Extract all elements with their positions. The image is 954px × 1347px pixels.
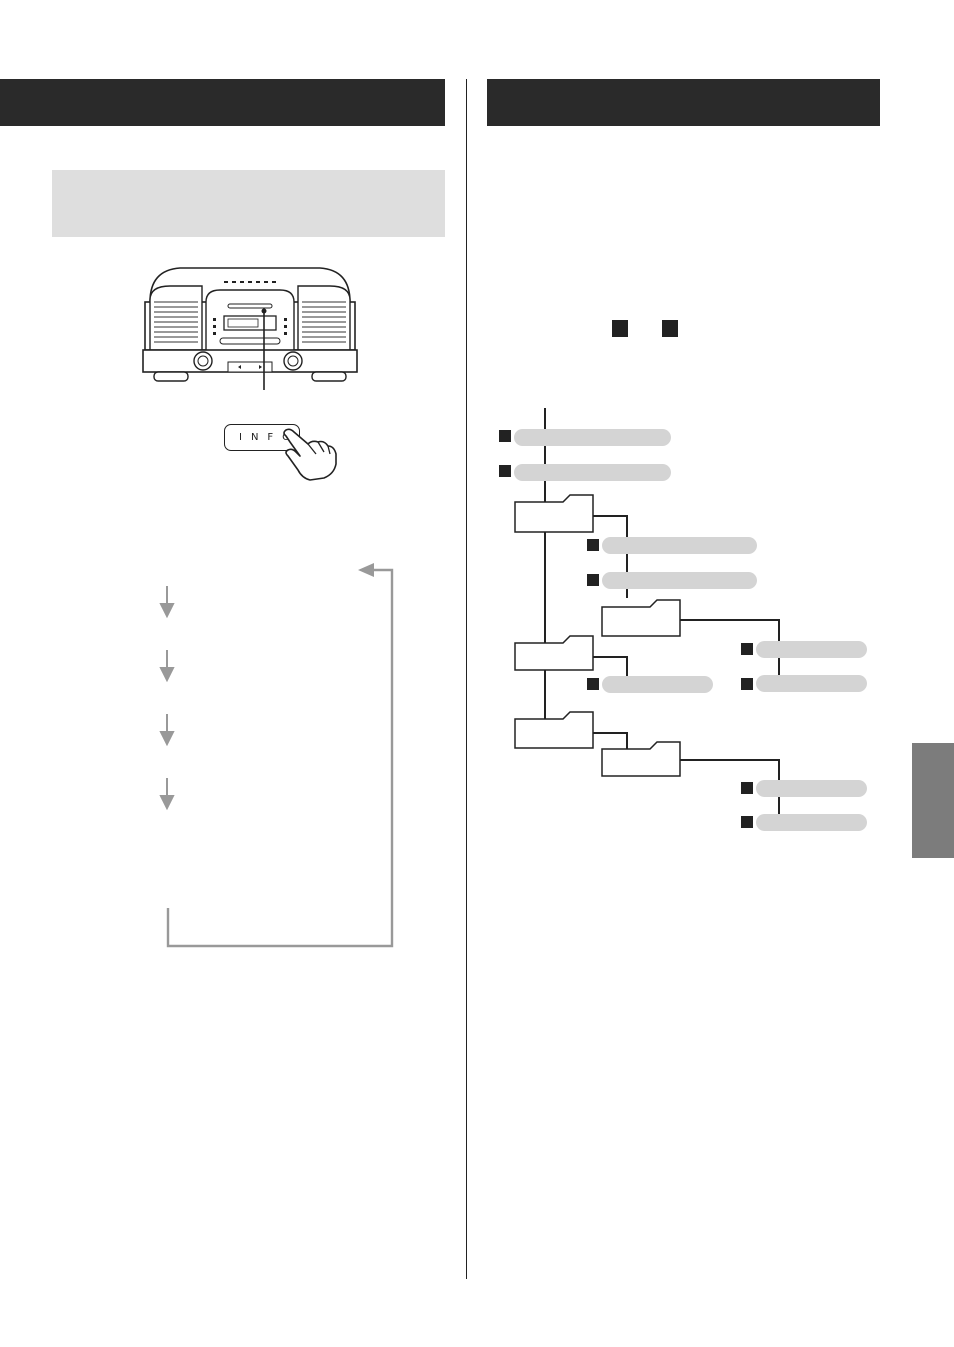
cycle-step-arrow-4 xyxy=(159,778,175,811)
file-marker-icon xyxy=(741,678,753,690)
folder-icon xyxy=(514,635,594,671)
cycle-return-arrowhead xyxy=(358,563,374,577)
folder-icon xyxy=(601,741,681,777)
right-section-header-bar xyxy=(487,79,880,126)
file-marker-icon xyxy=(741,643,753,655)
file-pill xyxy=(514,429,671,446)
file-pill xyxy=(756,814,867,831)
folder-tree-diagram xyxy=(499,408,867,831)
info-button-label: INFO xyxy=(239,432,300,443)
file-marker-icon xyxy=(499,465,511,477)
note-box xyxy=(52,170,445,237)
file-pill xyxy=(756,675,867,692)
cycle-return-line xyxy=(166,568,394,948)
file-marker-icon xyxy=(587,678,599,690)
file-square-icon xyxy=(662,320,678,337)
radio-icon xyxy=(142,267,358,390)
file-pill xyxy=(514,464,671,481)
file-pill xyxy=(602,676,713,693)
file-pill xyxy=(602,537,757,554)
folder-icon xyxy=(601,599,681,637)
folder-icon xyxy=(514,494,594,533)
column-divider xyxy=(466,79,467,1279)
file-pill xyxy=(756,780,867,797)
file-marker-icon xyxy=(587,574,599,586)
left-section-header-bar xyxy=(0,79,445,126)
cycle-step-arrow-2 xyxy=(159,650,175,683)
folder-icon xyxy=(514,711,594,749)
cycle-step-arrow-3 xyxy=(159,714,175,747)
side-index-tab xyxy=(912,743,954,858)
file-square-icon xyxy=(612,320,628,337)
file-pill xyxy=(756,641,867,658)
file-marker-icon xyxy=(741,782,753,794)
file-pill xyxy=(602,572,757,589)
cycle-step-arrow-1 xyxy=(159,586,175,619)
file-marker-icon xyxy=(741,816,753,828)
display-cycle-flow xyxy=(159,563,394,948)
file-marker-icon xyxy=(499,430,511,442)
file-marker-icon xyxy=(587,539,599,551)
hand-icon xyxy=(283,428,337,481)
